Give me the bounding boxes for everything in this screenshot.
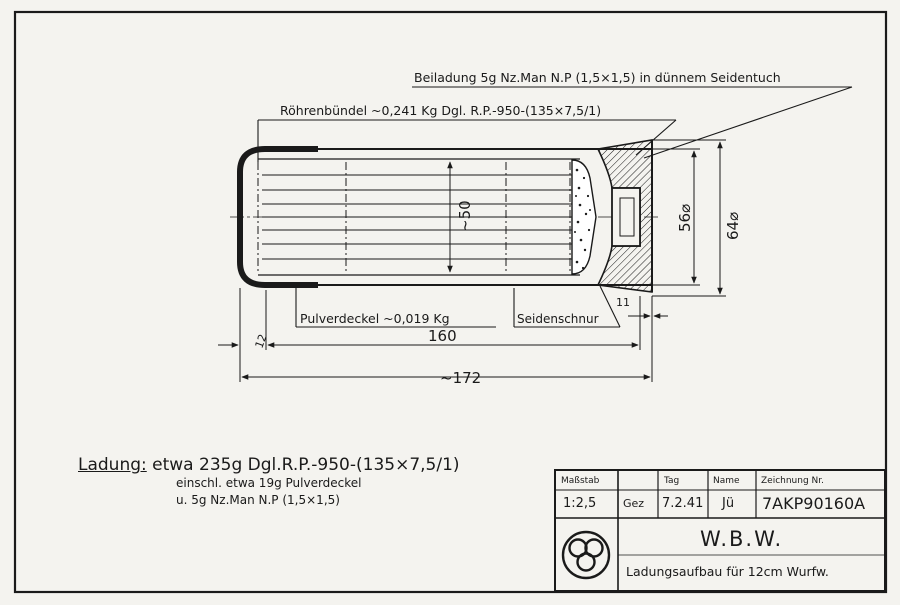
powder-lid [571,159,597,275]
charge-section [230,139,660,293]
dim-length-172: ~172 [440,369,481,387]
dim-length-160: 160 [428,327,457,345]
callout-pulverdeckel: Pulverdeckel ~0,019 Kg [300,311,450,326]
callout-seidenschnur: Seidenschnur [517,312,599,326]
callout-beiladung: Beiladung 5g Nz.Man N.P (1,5×1,5) in dün… [414,70,781,85]
charge-notes-main: Ladung: etwa 235g Dgl.R.P.-950-(135×7,5/… [78,455,460,475]
callout-roehrenbuendel: Röhrenbündel ~0,241 Kg Dgl. R.P.-950-(13… [280,103,601,118]
tube-bundle [262,174,575,260]
gez-label: Gez [623,497,645,510]
dim-inner-diameter: ~50 [456,200,474,232]
initials-value: Jü [722,496,735,511]
drawing-number: 7AKP90160A [762,494,866,513]
date-value: 7.2.41 [662,496,704,511]
charge-line-3: u. 5g Nz.Man N.P (1,5×1,5) [176,493,340,507]
charge-line-1: etwa 235g Dgl.R.P.-950-(135×7,5/1) [152,455,460,475]
dim-diameter-56: 56⌀ [676,204,694,232]
title-block [554,469,886,592]
charge-line-2: einschl. etwa 19g Pulverdeckel [176,476,362,490]
dim-gap-12: 12 [253,332,270,350]
charge-notes: Ladung: etwa 235g Dgl.R.P.-950-(135×7,5/… [78,455,460,509]
dim-gap-11: 11 [616,296,630,309]
header-zeichnung: Zeichnung Nr. [761,476,825,486]
header-massstab: Maßstab [561,476,600,486]
header-name: Name [713,476,740,486]
drawing-subject: Ladungsaufbau für 12cm Wurfw. [626,564,829,579]
charge-label: Ladung: [78,455,147,475]
scale-value: 1:2,5 [563,496,597,511]
dim-diameter-64: 64⌀ [724,212,742,240]
drawing-frame [13,10,888,594]
company-name: W.B.W. [700,527,784,551]
company-logo [561,530,611,580]
header-tag: Tag [664,476,680,486]
igniter-bag [611,187,641,247]
